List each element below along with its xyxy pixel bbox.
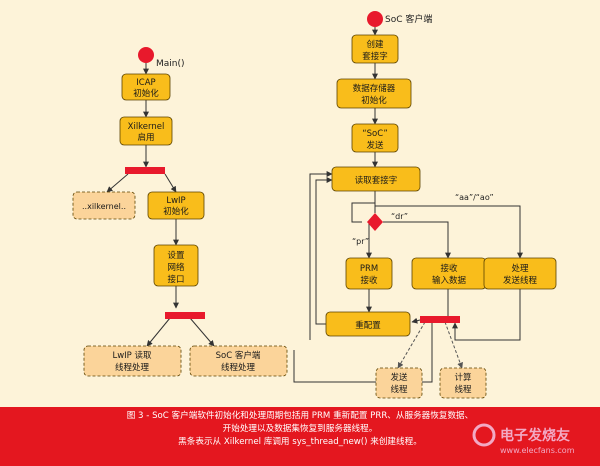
node-reconfig-label: 重配置	[355, 320, 381, 331]
node-create-socket: 创建 套接字	[351, 34, 399, 64]
node-lwip-init: LwIP 初始化	[147, 191, 205, 220]
line-diamond-left	[351, 202, 375, 223]
arrow-bar-to-soc-client	[189, 317, 215, 347]
node-prm-line1: PRM	[360, 264, 378, 274]
right-connectors	[293, 27, 523, 383]
node-lwip-line1: LwIP	[166, 196, 185, 206]
node-reconfig: 重配置	[325, 311, 411, 337]
node-input-line1: 接收	[440, 263, 458, 274]
edge-label-pr: “pr”	[352, 237, 369, 246]
arrow-diamond-to-handle	[375, 205, 523, 259]
label-main: Main()	[156, 59, 185, 69]
node-receive-input: 接收 输入数据	[411, 257, 487, 290]
node-send-thread: 发送 线程	[375, 367, 423, 399]
node-setup-line1: 设置	[167, 250, 185, 261]
arrow-bar-to-xilkernel-dots	[106, 173, 129, 193]
node-handle-line1: 处理	[511, 263, 529, 274]
start-dot-main	[138, 47, 154, 63]
watermark-brand: 电子发烧友	[500, 427, 570, 444]
node-lwip-read-line1: LwIP 读取	[112, 350, 152, 361]
node-handle-line2: 发送线程	[503, 275, 538, 286]
node-memory-line1: 数据存储器	[353, 83, 396, 94]
watermark-logo: 电子发烧友 www.elecfans.com	[472, 423, 575, 455]
node-lwip-line2: 初始化	[163, 206, 189, 217]
node-read-socket-label: 读取套接字	[355, 175, 398, 186]
edge-label-dr: “dr”	[391, 212, 408, 221]
node-setup-line3: 接口	[167, 274, 184, 285]
node-xilkernel-line1: Xilkernel	[128, 122, 165, 132]
caption-line-1: 图 3 - SoC 客户端软件初始化和处理周期包括用 PRM 重新配置 PRR、…	[126, 411, 474, 421]
node-read-socket: 读取套接字	[331, 166, 421, 192]
node-send-soc: “SoC” 发送	[351, 123, 399, 153]
node-handle-send: 处理 发送线程	[483, 257, 557, 290]
sync-bar-3	[420, 316, 460, 323]
node-soc-client-thread: SoC 客户端 线程处理	[189, 345, 288, 377]
node-send-thread-line1: 发送	[390, 372, 408, 383]
arrow-diamond-to-input	[383, 221, 451, 259]
left-connectors	[106, 62, 215, 347]
node-memory-line2: 初始化	[361, 95, 387, 106]
start-dot-soc	[367, 11, 383, 27]
line-outer-loop	[293, 323, 433, 383]
node-send-thread-line2: 线程	[390, 384, 408, 395]
node-setup-line2: 网络	[167, 262, 185, 273]
node-create-line2: 套接字	[362, 51, 388, 62]
node-send-soc-line1: “SoC”	[362, 129, 388, 139]
figure-caption: 图 3 - SoC 客户端软件初始化和处理周期包括用 PRM 重新配置 PRR、…	[0, 407, 600, 466]
node-input-line2: 输入数据	[432, 275, 467, 286]
node-lwip-read-thread: LwIP 读取 线程处理	[83, 345, 182, 377]
node-soc-client-line2: 线程处理	[221, 362, 256, 373]
arrow-bar-to-send-thread	[397, 321, 426, 369]
node-xilkernel: Xilkernel 启用	[119, 116, 173, 146]
node-xilkernel-line2: 启用	[137, 132, 154, 143]
node-send-soc-line2: 发送	[366, 140, 384, 151]
arrow-reconfig-loop	[315, 177, 333, 325]
arrow-bar-to-compute-thread	[444, 321, 463, 369]
node-icap-line2: 初始化	[133, 88, 159, 99]
edge-label-aa-ao: “aa”/“ao”	[455, 193, 494, 202]
node-prm-receive: PRM 接收	[345, 257, 393, 290]
watermark-swirl-icon	[472, 423, 496, 447]
watermark-site: www.elecfans.com	[500, 446, 575, 455]
node-xilkernel-dots-label: ..xilkernel..	[82, 202, 126, 211]
caption-line-2: 开始处理以及数据集恢复到服务器线程。	[222, 424, 378, 434]
node-memory-init: 数据存储器 初始化	[336, 78, 412, 109]
node-icap-line1: ICAP	[136, 78, 155, 88]
node-compute-thread: 计算 线程	[439, 367, 487, 399]
node-compute-line2: 线程	[454, 384, 472, 395]
arrow-bar-to-reconfig	[411, 317, 421, 324]
arrow-outer-loop-in	[309, 171, 333, 340]
node-xilkernel-dots: ..xilkernel..	[72, 191, 136, 220]
node-compute-line1: 计算	[454, 372, 472, 383]
sync-bar-1	[125, 167, 165, 174]
node-lwip-read-line2: 线程处理	[115, 362, 150, 373]
node-prm-line2: 接收	[360, 275, 378, 286]
decision-diamond	[367, 213, 383, 231]
node-soc-client-line1: SoC 客户端	[216, 350, 261, 361]
arrow-handle-to-bar	[452, 289, 521, 341]
caption-line-3: 黑条表示从 Xilkernel 库调用 sys_thread_new() 来创建…	[178, 437, 422, 447]
dashed-connectors	[397, 321, 463, 369]
node-create-line1: 创建	[366, 39, 384, 50]
node-icap: ICAP 初始化	[121, 73, 171, 101]
arrow-bar-to-lwip	[164, 173, 177, 193]
label-soc-client: SoC 客户端	[385, 13, 432, 25]
sync-bar-2	[165, 312, 205, 319]
arrow-bar-to-lwip-read	[146, 317, 171, 347]
node-setup-interface: 设置 网络 接口	[153, 244, 199, 287]
